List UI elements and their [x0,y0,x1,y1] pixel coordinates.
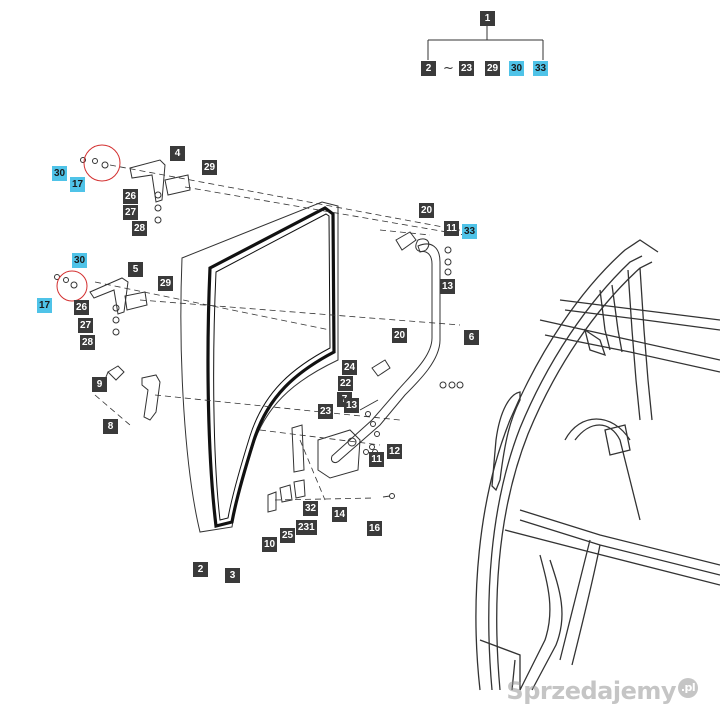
door-glass [180,201,339,533]
callout-label-highlighted[interactable]: 30 [72,253,88,268]
callout-label[interactable]: 11 [369,452,384,467]
tree-range-tilde: ~ [443,61,454,76]
lower-hinge [89,277,129,315]
callout-label[interactable]: 26 [123,189,139,204]
callout-label[interactable]: 32 [303,501,319,516]
callout-label[interactable]: 8 [103,419,118,434]
callout-label[interactable]: 3 [225,568,240,583]
callout-label[interactable]: 28 [80,335,96,350]
callout-label[interactable]: 20 [419,203,435,218]
callout-label[interactable]: 29 [158,276,174,291]
lock-bracket [317,429,361,479]
callout-label[interactable]: 5 [128,262,143,277]
tree-child-label[interactable]: 2 [421,61,436,76]
tree-child-label-highlighted[interactable]: 30 [509,61,525,76]
callout-label[interactable]: 28 [132,221,148,236]
callout-label[interactable]: 231 [296,520,317,535]
watermark-suffix: .pl [678,678,698,698]
latch-handle [141,374,161,421]
callout-label[interactable]: 13 [344,398,360,413]
grab-handle [331,243,441,464]
upper-hinge [129,159,166,203]
callout-label[interactable]: 10 [262,537,278,552]
callout-label[interactable]: 11 [444,221,459,236]
callout-label[interactable]: 22 [338,376,354,391]
callout-label-highlighted[interactable]: 30 [52,166,68,181]
cover-plate-lower [371,359,391,377]
cover-plate-upper [395,231,417,251]
callout-label[interactable]: 14 [332,507,348,522]
callout-label-highlighted[interactable]: 17 [37,298,53,313]
callout-label[interactable]: 25 [280,528,296,543]
callout-label-highlighted[interactable]: 33 [462,224,478,239]
callout-label[interactable]: 23 [318,404,334,419]
cab-frame [475,239,720,691]
tree-connector [427,25,544,60]
tree-child-label[interactable]: 29 [485,61,501,76]
callout-label[interactable]: 6 [464,330,479,345]
door-seal [206,206,336,528]
callout-label[interactable]: 29 [202,160,218,175]
callout-label[interactable]: 24 [342,360,358,375]
callout-label[interactable]: 16 [367,521,383,536]
callout-label[interactable]: 4 [170,146,185,161]
callout-label[interactable]: 26 [74,300,90,315]
tree-child-label[interactable]: 23 [459,61,475,76]
callout-label[interactable]: 27 [78,318,94,333]
callout-label-highlighted[interactable]: 17 [70,177,86,192]
callout-label[interactable]: 13 [440,279,456,294]
assembly-lines [94,164,471,501]
tree-root-label[interactable]: 1 [480,11,495,26]
tree-child-label-highlighted[interactable]: 33 [533,61,549,76]
callout-label[interactable]: 2 [193,562,208,577]
callout-label[interactable]: 27 [123,205,139,220]
callout-label[interactable]: 9 [92,377,107,392]
watermark: Sprzedajemy.pl [506,677,698,706]
callout-label[interactable]: 12 [387,444,403,459]
callout-label[interactable]: 20 [392,328,408,343]
